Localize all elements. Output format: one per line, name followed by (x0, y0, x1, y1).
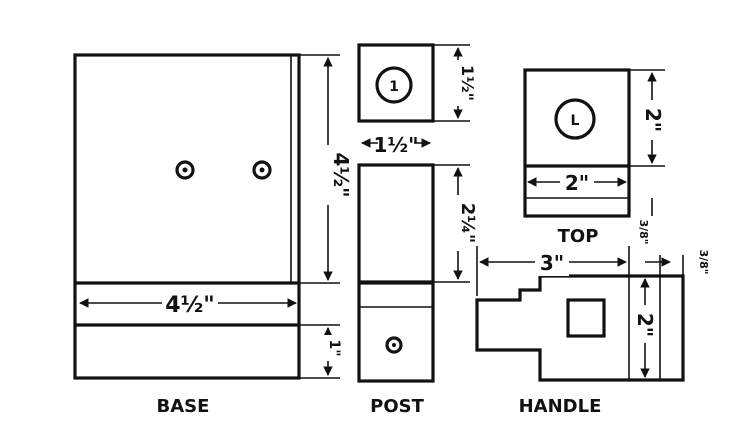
post-bottom-block (357, 281, 435, 383)
base-hole-left (175, 160, 195, 180)
top-hole: L (554, 98, 596, 140)
base-lip-label: 1" (326, 339, 342, 356)
top-thickness-label: 3/8" (637, 219, 650, 244)
handle-view: 3" 3/8" 2" HANDLE (475, 246, 710, 417)
base-hole-right (252, 160, 272, 180)
handle-thickness-label: 3/8" (697, 249, 710, 274)
post-middle-dimension-label: 2¼" (457, 203, 478, 244)
post-middle-block (357, 163, 435, 284)
top-height-label: 2" (641, 108, 665, 132)
top-outline (523, 68, 631, 218)
post-top-block (357, 43, 435, 123)
handle-square-hole (566, 298, 606, 338)
top-width-label: 2" (565, 171, 589, 195)
top-view: L 2" 2" 3/8" TOP (523, 68, 665, 247)
handle-title: HANDLE (519, 396, 602, 417)
top-title: TOP (558, 226, 599, 247)
post-width-label: 1½" (373, 133, 418, 157)
svg-text:1: 1 (389, 79, 399, 95)
post-top-hole: 1 (375, 66, 413, 104)
post-bottom-hole (385, 336, 403, 354)
handle-length-label: 3" (540, 251, 564, 275)
base-height-label: 4½" (329, 152, 353, 197)
base-outline (73, 53, 301, 380)
base-width-label: 4½" (165, 293, 215, 318)
handle-height-label: 2" (633, 313, 657, 337)
post-title: POST (370, 396, 424, 417)
post-view: 1 1½" 1½" 2¼" POST (357, 43, 478, 417)
svg-text:L: L (571, 113, 580, 129)
post-top-dimension-label: 1½" (458, 65, 477, 101)
base-view: 4½" 4½" 1" BASE (73, 53, 353, 417)
base-title: BASE (157, 396, 210, 417)
